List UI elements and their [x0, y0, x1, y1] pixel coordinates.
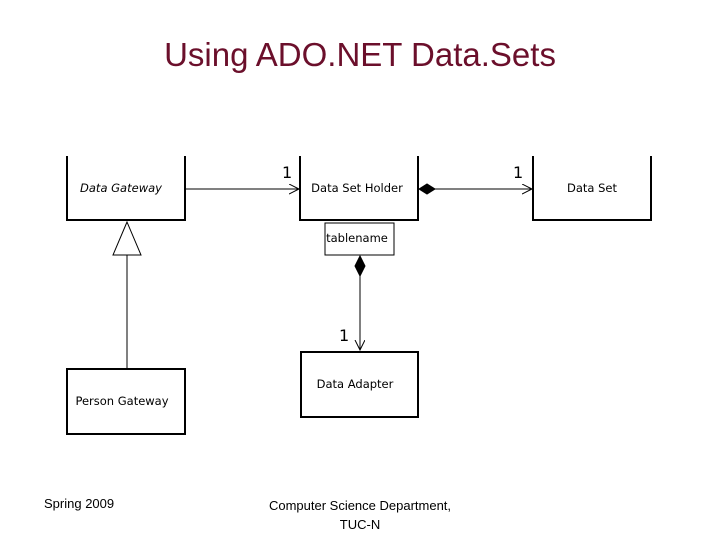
tablename-adapter-composition: 1 — [339, 254, 366, 350]
data-gateway-label: Data Gateway — [80, 181, 162, 195]
footer-department-line1: Computer Science Department, — [268, 498, 452, 513]
slide-title: Using ADO.NET Data.Sets — [164, 36, 556, 73]
composition-diamond — [418, 183, 436, 195]
tablename-qualifier: tablename — [324, 222, 395, 256]
tablename-adapter-multiplicity: 1 — [339, 326, 349, 345]
data-set-class: Data Set — [532, 156, 652, 221]
tablename-label: tablename — [326, 231, 388, 245]
data-adapter-label: Data Adapter — [317, 377, 394, 391]
holder-dataset-multiplicity: 1 — [513, 163, 523, 182]
inheritance-triangle — [112, 220, 142, 256]
gateway-holder-multiplicity: 1 — [282, 163, 292, 182]
data-adapter-class: Data Adapter — [300, 351, 419, 418]
composition-diamond-vertical — [354, 254, 366, 278]
person-gateway-class: Person Gateway — [66, 368, 186, 435]
generalization-arrow — [112, 220, 142, 368]
data-set-label: Data Set — [567, 181, 617, 195]
person-gateway-label: Person Gateway — [75, 394, 168, 408]
data-gateway-class: Data Gateway — [66, 156, 186, 221]
footer-department-line2: TUC-N — [339, 517, 381, 532]
data-set-holder-class: Data Set Holder — [299, 156, 419, 221]
data-set-holder-label: Data Set Holder — [311, 181, 403, 195]
holder-dataset-composition: 1 — [418, 163, 532, 195]
footer-date: Spring 2009 — [44, 496, 115, 511]
footer-department: Computer Science Department, TUC-N — [250, 496, 470, 534]
gateway-holder-association: 1 — [185, 163, 299, 189]
